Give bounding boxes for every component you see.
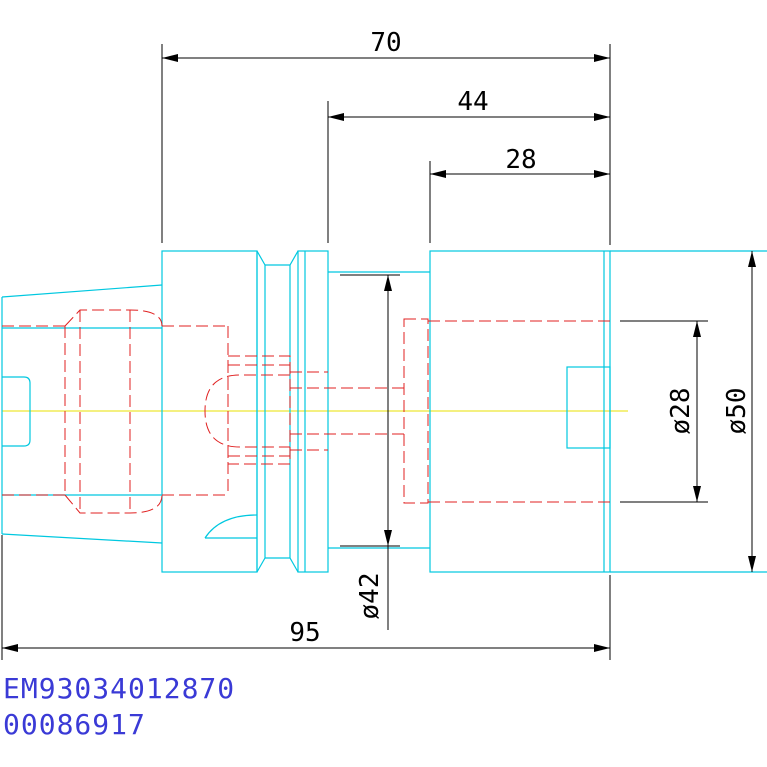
arrowheads — [2, 54, 756, 652]
dim-28-label: 28 — [505, 145, 536, 175]
article-number: EM93034012870 — [3, 672, 236, 705]
dim-dia50-label: ø50 — [722, 388, 752, 435]
dim-95-label: 95 — [289, 618, 320, 648]
dim-70-label: 70 — [370, 28, 401, 58]
dim-44-label: 44 — [457, 87, 488, 117]
dim-dia42-label: ø42 — [355, 573, 385, 620]
serial-number: 00086917 — [3, 708, 146, 741]
dim-dia28-label: ø28 — [666, 388, 696, 435]
hidden-lines — [2, 309, 610, 514]
dimension-lines — [1, 44, 753, 660]
